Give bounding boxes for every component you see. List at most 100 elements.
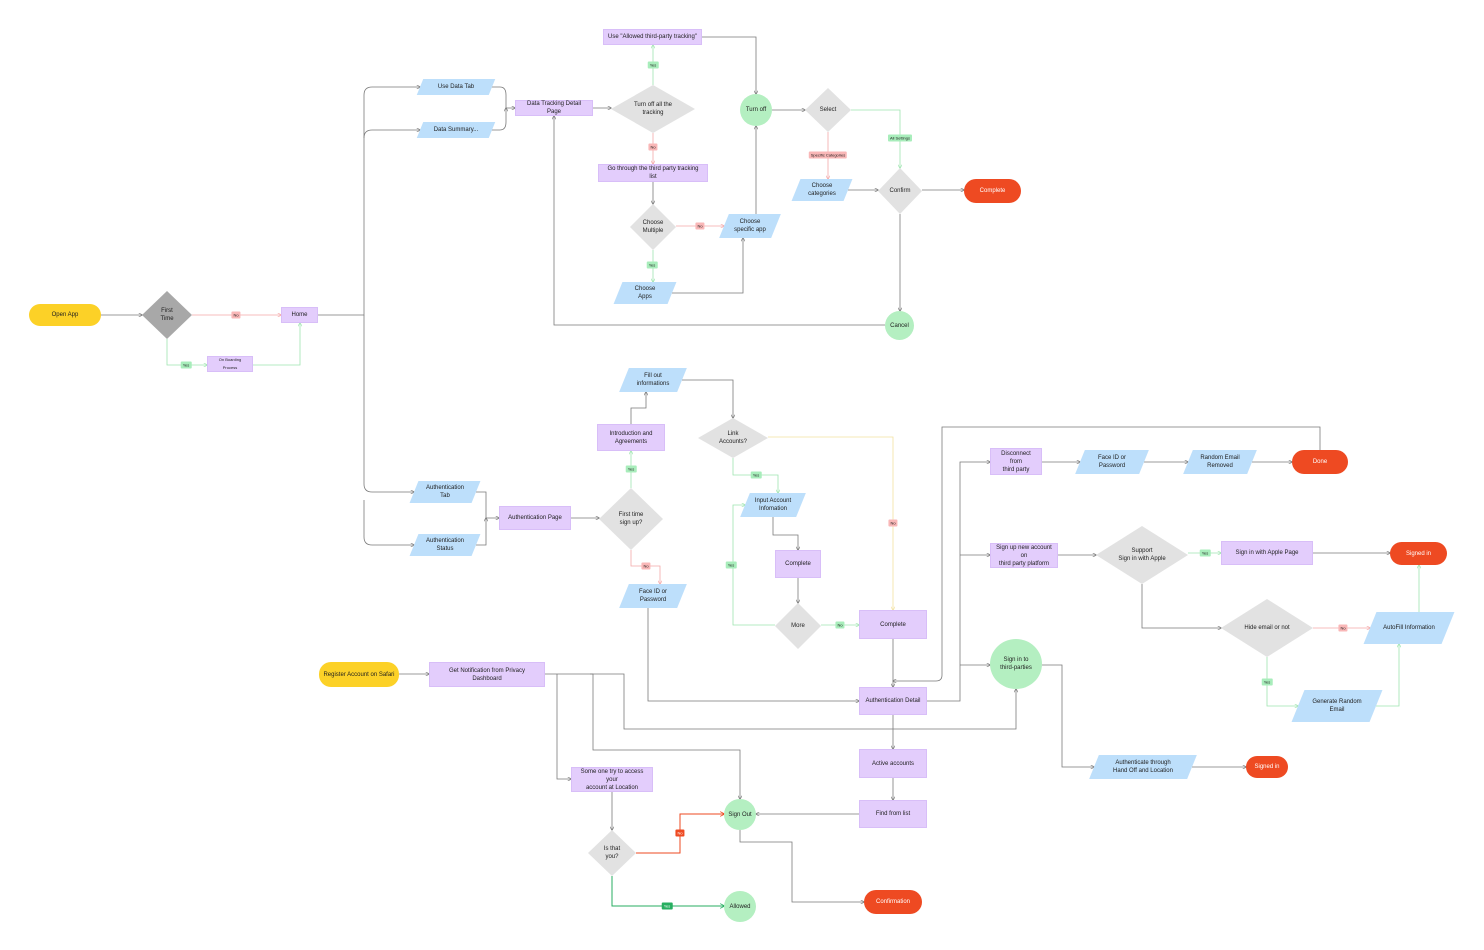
tag-no-hide: No [1338, 624, 1348, 632]
node-confirmation-label: Confirmation [875, 899, 910, 905]
node-authenticate-handoff-label: Authenticate through Hand Off and Locati… [1113, 760, 1173, 774]
edge-support-to-hide [1141, 584, 1221, 628]
edge-faceid-to-auth-detail [647, 608, 859, 701]
edge-cancel-to-detail [554, 116, 885, 326]
node-faceid-1-label: Face ID or Password [638, 589, 667, 603]
edge-first-time-yes [166, 339, 207, 365]
node-done: Done [1292, 450, 1348, 474]
node-auth-tab: Authentication Tab [414, 481, 476, 503]
node-complete-2-label: Complete [785, 561, 811, 567]
node-use-allowed: Use "Allowed third-party tracking" [603, 29, 702, 45]
edge-data-summary-to-detail [476, 108, 506, 131]
node-hide-email-label: Hide email or not [1244, 625, 1290, 631]
node-home-label: Home [291, 312, 308, 318]
node-hide-email: Hide email or not [1221, 599, 1313, 657]
node-faceid-1: Face ID or Password [624, 584, 682, 608]
node-auth-detail: Authentication Detail [859, 687, 927, 715]
node-first-time-label: First Time [160, 308, 174, 322]
node-input-account-info-label: Input Account Infomation [754, 498, 792, 512]
edge-auth-status-to-page [476, 518, 486, 546]
node-choose-multiple-label: Choose Multiple [642, 220, 664, 234]
node-first-time: First Time [142, 291, 192, 339]
edge-is-that-you-yes [611, 876, 724, 906]
node-link-accounts-label: Link Accounts? [718, 431, 748, 445]
tag-no-choose-multiple: No [695, 222, 705, 230]
node-confirm: Confirm [878, 168, 922, 214]
node-turn-off: Turn off [740, 94, 772, 126]
node-use-data-tab: Use Data Tab [420, 79, 492, 95]
node-allowed-label: Allowed [729, 903, 751, 910]
node-random-email-removed: Random Email Removed [1188, 450, 1252, 474]
node-sign-up-new: Sign up new account on third party platf… [990, 543, 1058, 568]
edge-link-no [768, 436, 893, 610]
node-allowed: Allowed [724, 891, 756, 922]
edge-notification-to-sign-in-third [545, 673, 1016, 730]
node-auth-page-label: Authentication Page [508, 515, 562, 521]
node-go-through-list: Go through the third party tracking list [598, 164, 708, 182]
edge-use-data-tab-to-detail [476, 86, 515, 108]
node-find-from-list-label: Find from list [875, 811, 911, 817]
tag-no-turn-off: No [648, 143, 658, 151]
tag-yes-is-that-you: Yes [661, 902, 673, 910]
node-sign-in-apple-page-label: Sign in with Apple Page [1235, 550, 1299, 556]
node-signed-in-2: Signed in [1246, 756, 1288, 778]
node-register-safari-label: Register Account on Safari [323, 671, 395, 678]
tag-no-signup: No [641, 562, 651, 570]
node-data-summary: Data Summary... [420, 122, 492, 138]
edge-home-to-use-data-tab [318, 87, 420, 316]
node-sign-up-new-label: Sign up new account on third party platf… [996, 544, 1052, 567]
node-fill-out-info-label: Fill out informations [636, 373, 670, 387]
tag-yes-signup: Yes [625, 465, 637, 473]
node-support-apple: Support Sign in with Apple [1096, 526, 1188, 584]
edge-onboarding-to-home [253, 323, 300, 366]
node-auth-status: Authentication Status [414, 534, 476, 556]
node-sign-out: Sign Out [724, 799, 756, 830]
node-complete-1: Complete [964, 179, 1021, 203]
node-get-notification-label: Get Notification from Privacy Dashboard [448, 667, 526, 682]
node-cancel-label: Cancel [890, 322, 909, 329]
edge-notification-to-someone [556, 674, 571, 779]
node-onboarding: On Boarding Process [207, 356, 253, 372]
edge-sign-out-to-confirmation [739, 830, 864, 902]
tag-no-more: No [835, 621, 845, 629]
node-autofill-label: AutoFill Information [1383, 625, 1435, 631]
tag-yes-more: Yes [725, 561, 737, 569]
node-disconnect-label: Disconnect from third party [1001, 450, 1031, 473]
node-data-summary-label: Data Summary... [433, 127, 479, 133]
node-complete-1-label: Complete [979, 188, 1006, 194]
node-choose-apps-label: Choose Apps [634, 286, 656, 300]
node-intro-agreements: Introduction and Agreements [597, 424, 665, 451]
node-select-label: Select [819, 107, 837, 113]
node-onboarding-label: On Boarding Process [218, 357, 242, 370]
tag-yes-choose-multiple: Yes [646, 261, 658, 269]
node-cancel: Cancel [885, 311, 914, 340]
node-is-that-you: Is that you? [588, 830, 636, 876]
edge-generate-to-autofill [1376, 644, 1399, 707]
tag-specific-categories: Specific Categories [808, 151, 848, 159]
node-someone-try-label: Some one try to access your account at L… [580, 768, 644, 791]
node-sign-in-third-label: Sign in to third-parties [1000, 657, 1032, 671]
node-choose-categories: Choose categories [796, 179, 848, 201]
node-choose-specific-app-label: Choose specific app [734, 219, 766, 233]
node-open-app: Open App [29, 304, 101, 326]
node-complete-3: Complete [859, 610, 927, 639]
node-first-time-signup: First time sign up? [599, 488, 663, 550]
node-generate-email: Generate Random Email [1298, 690, 1376, 722]
node-link-accounts: Link Accounts? [698, 418, 768, 458]
node-turn-off-label: Turn off [745, 107, 767, 113]
node-sign-out-label: Sign Out [728, 811, 752, 818]
node-confirm-label: Confirm [889, 188, 911, 194]
node-choose-specific-app: Choose specific app [724, 214, 776, 238]
node-home: Home [281, 307, 318, 323]
node-auth-status-label: Authentication Status [425, 538, 465, 552]
edge-choose-apps-to-specific [672, 238, 743, 294]
node-use-data-tab-label: Use Data Tab [437, 84, 475, 90]
node-done-label: Done [1312, 459, 1328, 465]
node-fill-out-info: Fill out informations [624, 368, 682, 392]
node-choose-categories-label: Choose categories [808, 183, 836, 197]
edge-home-to-auth-status [363, 500, 414, 545]
edge-use-allowed-to-turn-off [702, 36, 756, 94]
edge-home-to-data-summary [363, 130, 420, 139]
node-data-tracking-detail: Data Tracking Detail Page [515, 100, 593, 116]
tag-yes-first-time: Yes [180, 361, 192, 369]
